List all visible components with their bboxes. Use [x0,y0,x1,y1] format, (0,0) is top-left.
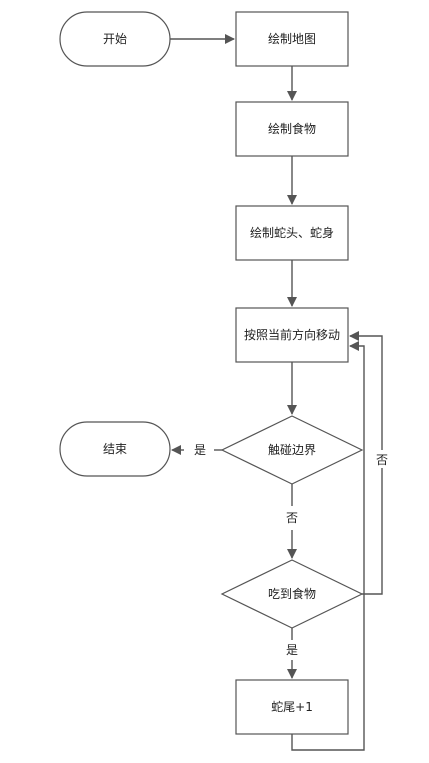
hit-border-label: 触碰边界 [268,443,316,457]
edge-no-continue-label: 否 [286,511,298,525]
draw-food-node: 绘制食物 [235,101,349,157]
edge-tail-to-move-loop [291,341,365,751]
draw-food-label: 绘制食物 [268,121,316,136]
draw-snake-label: 绘制蛇头、蛇身 [250,225,334,240]
tail-plus-label: 蛇尾+1 [271,699,313,714]
tail-plus-node: 蛇尾+1 [235,679,349,735]
draw-map-label: 绘制地图 [268,31,316,46]
eat-food-decision: 吃到食物 [220,559,364,629]
edge-no-loop-label: 否 [376,453,388,467]
edge-yes-tail-label: 是 [286,643,298,657]
end-label: 结束 [103,442,127,456]
end-node: 结束 [59,421,171,477]
move-label: 按照当前方向移动 [244,327,340,342]
draw-map-node: 绘制地图 [235,11,349,67]
edge-yes-end-label: 是 [194,443,206,457]
hit-border-decision: 触碰边界 [220,415,364,485]
eat-food-label: 吃到食物 [268,586,316,601]
start-label: 开始 [103,32,127,46]
move-node: 按照当前方向移动 [235,307,349,363]
start-node: 开始 [59,11,171,67]
draw-snake-node: 绘制蛇头、蛇身 [235,205,349,261]
